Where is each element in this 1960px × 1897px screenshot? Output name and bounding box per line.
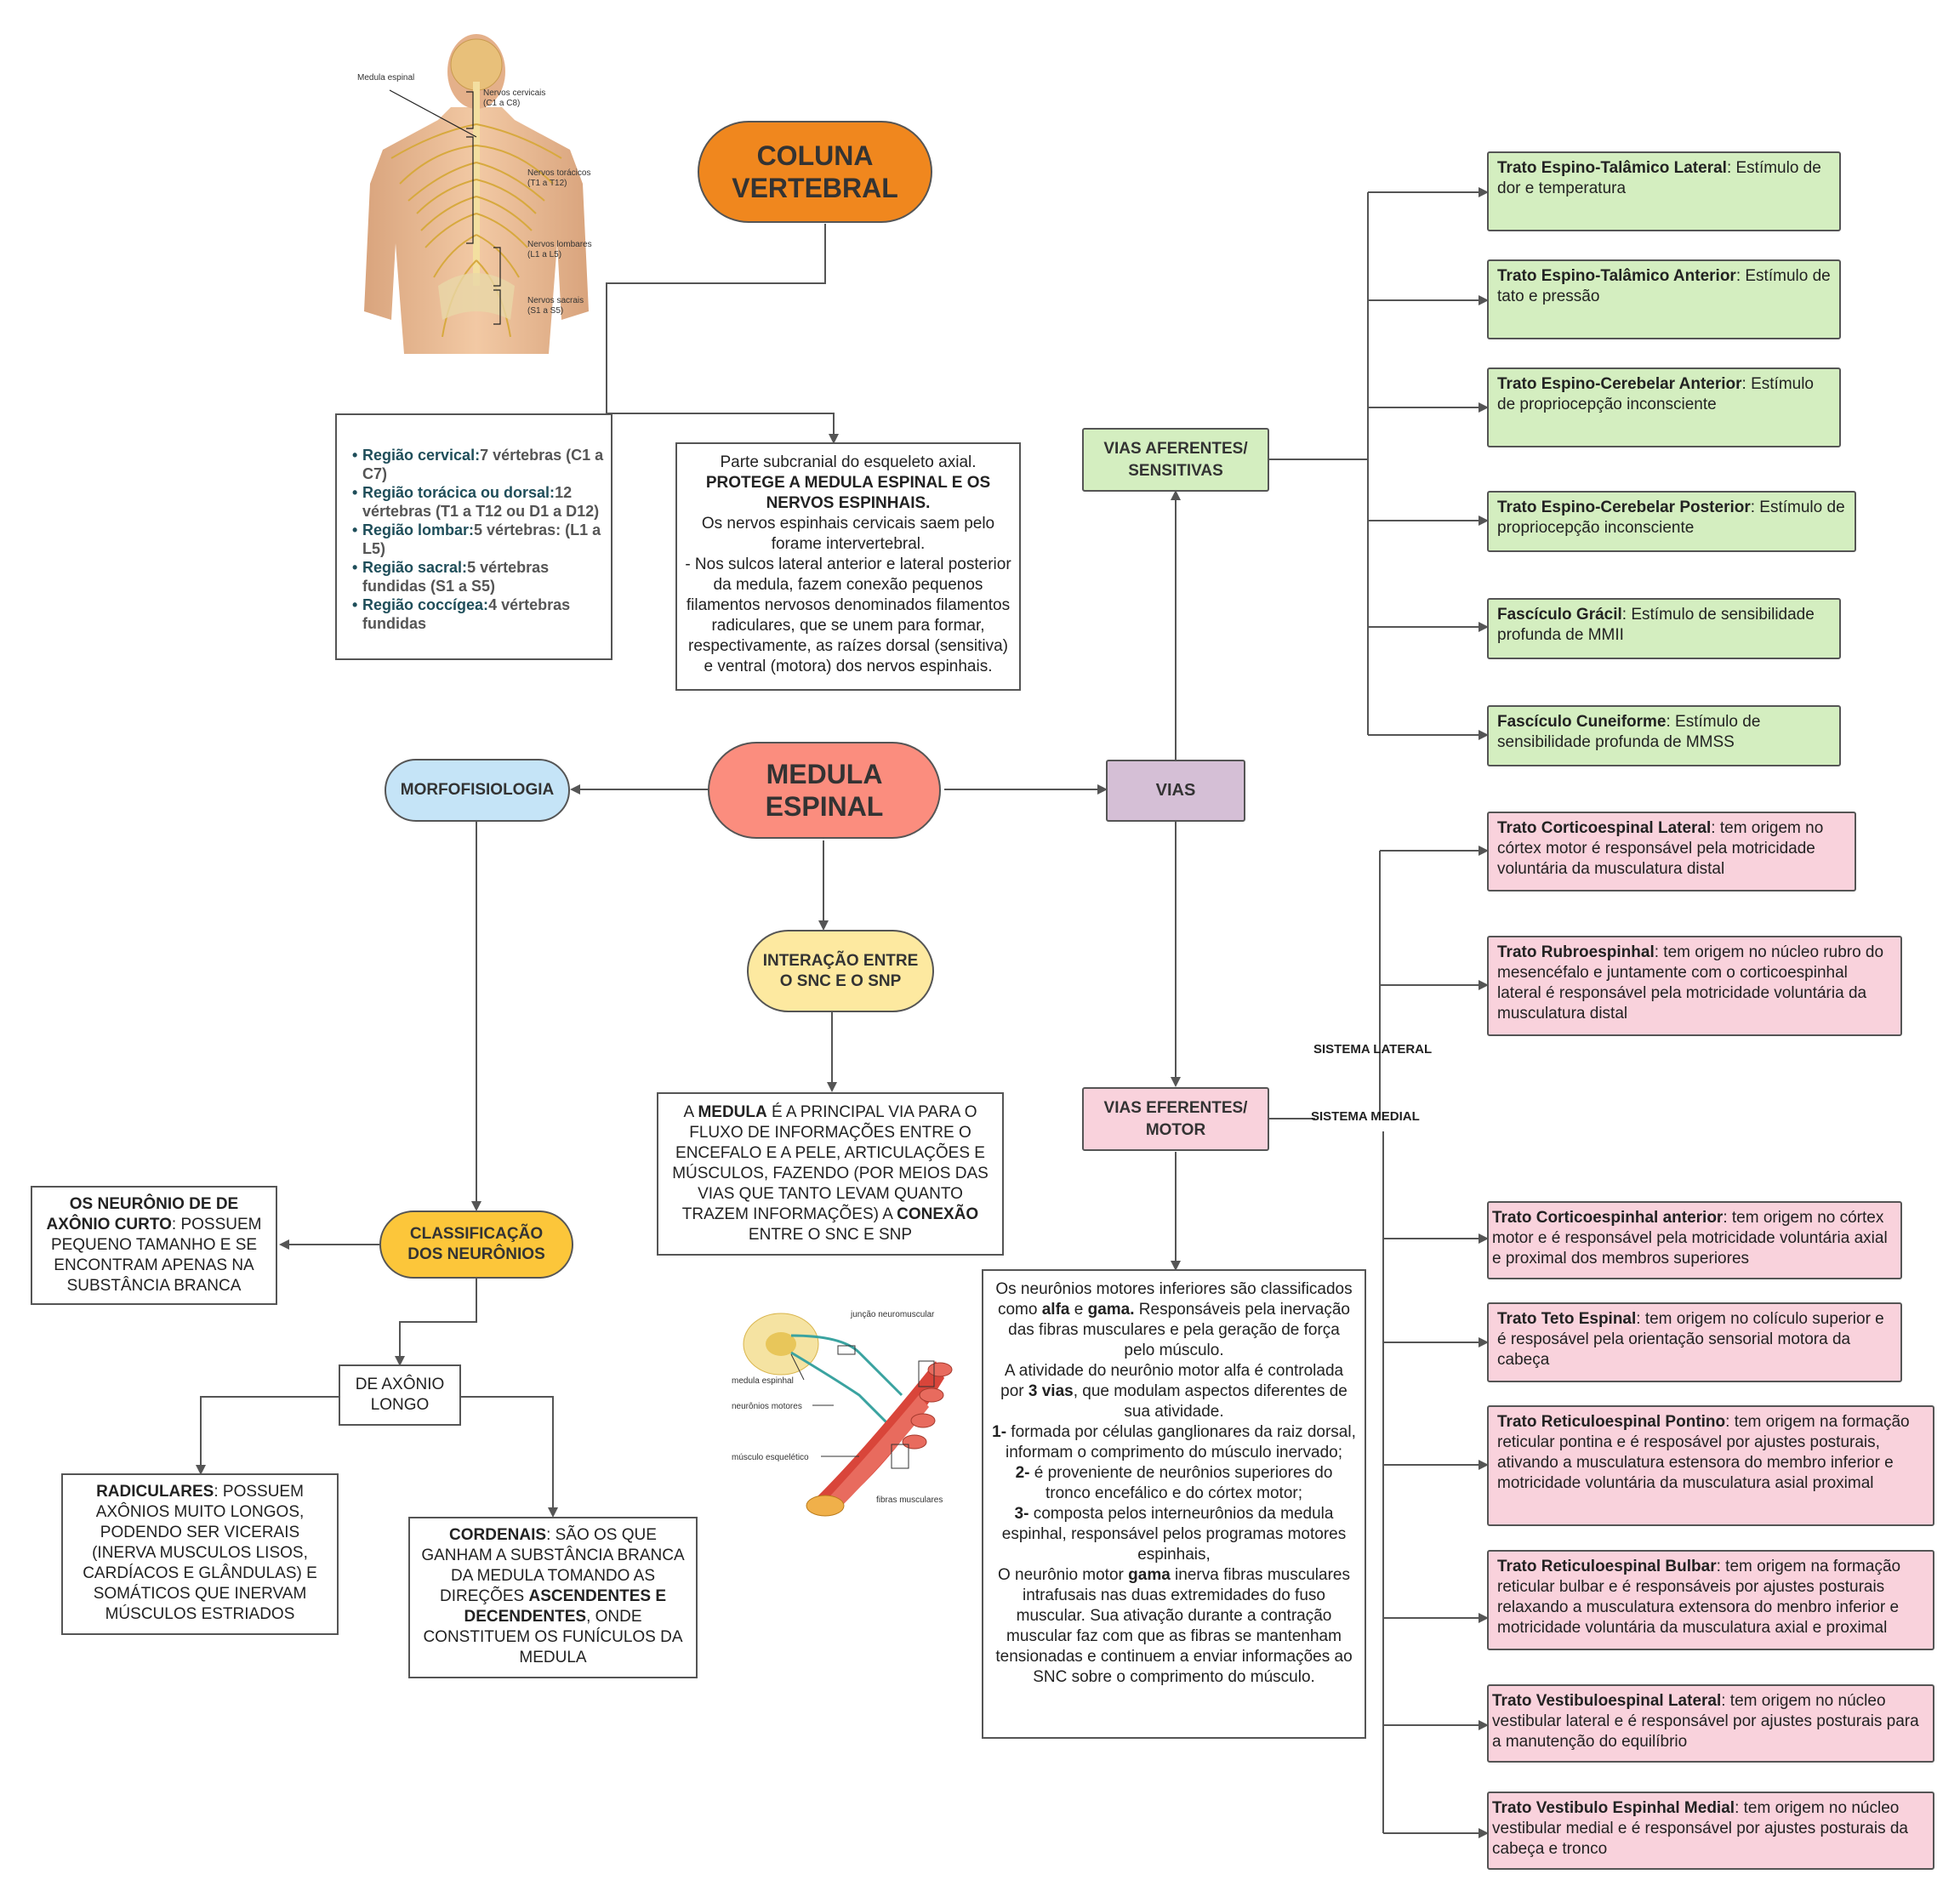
radiculares-title: RADICULARES — [96, 1483, 214, 1501]
subcranial-line-1: Parte subcranial do esqueleto axial. — [720, 453, 977, 471]
tract-efferent-1: Trato Corticoespinal Lateral: tem origem… — [1487, 812, 1856, 892]
cordenais-text-1: : SÃO OS QUE GANHAM A SUBSTÂNCIA BRANCA … — [421, 1526, 685, 1605]
tract-afferent-5: Fascículo Grácil: Estímulo de sensibilid… — [1487, 598, 1841, 659]
spine-label-cervicais-range: (C1 a C8) — [483, 99, 520, 108]
motores-para-6: O neurônio motor gama inerva fibras musc… — [995, 1566, 1353, 1686]
cordenais-bold-2: ASCENDENTES E DECENDENTES — [464, 1587, 667, 1626]
tract-afferent-6: Fascículo Cuneiforme: Estímulo de sensib… — [1487, 705, 1841, 766]
morfofisiologia-node: MORFOFISIOLOGIA — [385, 759, 570, 822]
tract-afferent-1: Trato Espino-Talâmico Lateral: Estímulo … — [1487, 151, 1841, 231]
muscle-label-neuronios: neurônios motores — [732, 1402, 802, 1411]
cordenais-title: CORDENAIS — [449, 1526, 547, 1544]
subcranial-box: Parte subcranial do esqueleto axial. PRO… — [675, 442, 1021, 691]
medula-via-text-d: CONEXÃO — [897, 1205, 979, 1223]
spine-label-sacrais-range: (S1 a S5) — [527, 306, 563, 316]
spine-label-lombares: Nervos lombares — [527, 240, 592, 249]
coluna-vertebral-node: COLUNA VERTEBRAL — [698, 121, 932, 223]
medula-via-text-e: ENTRE O SNC E SNP — [748, 1226, 913, 1244]
tract-efferent-2: Trato Rubroespinhal: tem origem no núcle… — [1487, 936, 1902, 1036]
motores-para-2: A atividade do neurônio motor alfa é con… — [1000, 1362, 1348, 1421]
muscle-label-medula: medula espinhal — [732, 1376, 794, 1386]
medula-via-text-c: É A PRINCIPAL VIA PARA O FLUXO DE INFORM… — [672, 1103, 989, 1223]
vias-eferentes-node: VIAS EFERENTES/ MOTOR — [1082, 1087, 1269, 1151]
vias-node: VIAS — [1106, 760, 1245, 822]
motores-para-3: 1- formada por células ganglionares da r… — [992, 1423, 1356, 1461]
motores-para-5: 3- composta pelos interneurônios da medu… — [1001, 1505, 1347, 1564]
radiculares-box: RADICULARES: POSSUEM AXÔNIOS MUITO LONGO… — [61, 1473, 339, 1635]
tract-afferent-3: Trato Espino-Cerebelar Anterior: Estímul… — [1487, 367, 1841, 447]
medula-via-text-b: MEDULA — [698, 1103, 767, 1121]
regions-box: Região cervical:7 vértebras (C1 a C7)Reg… — [335, 413, 612, 660]
spine-label-sacrais: Nervos sacrais — [527, 296, 584, 305]
motor-neuron-muscle-figure: junção neuromuscular medula espinhal neu… — [732, 1310, 953, 1517]
classificacao-node: CLASSIFICAÇÃO DOS NEURÔNIOS — [379, 1211, 573, 1279]
spine-label-cervicais: Nervos cervicais — [483, 88, 545, 98]
muscle-label-fibras: fibras musculares — [876, 1495, 943, 1505]
spine-label-lombares-range: (L1 a L5) — [527, 250, 561, 259]
sistema-lateral-label: SISTEMA LATERAL — [1313, 1042, 1433, 1057]
tract-efferent-4: Trato Teto Espinal: tem origem no colícu… — [1487, 1302, 1902, 1382]
spine-label-toracicos-range: (T1 a T12) — [527, 179, 567, 188]
subcranial-line-3: Os nervos espinhais cervicais saem pelo … — [701, 515, 995, 553]
cordenais-box: CORDENAIS: SÃO OS QUE GANHAM A SUBSTÂNCI… — [408, 1517, 698, 1678]
region-item: Região coccígea:4 vértebras fundidas — [352, 595, 606, 633]
muscle-label-musculo: músculo esquelético — [732, 1453, 809, 1462]
tract-efferent-8: Trato Vestibulo Espinhal Medial: tem ori… — [1487, 1792, 1934, 1870]
motores-para-1: Os neurônios motores inferiores são clas… — [995, 1280, 1353, 1359]
region-item: Região torácica ou dorsal:12 vértebras (… — [352, 483, 606, 521]
medula-via-box: A MEDULA É A PRINCIPAL VIA PARA O FLUXO … — [657, 1092, 1004, 1256]
medula-via-text-a: A — [683, 1103, 698, 1121]
vias-aferentes-node: VIAS AFERENTES/ SENSITIVAS — [1082, 428, 1269, 492]
subcranial-line-4: - Nos sulcos lateral anterior e lateral … — [685, 555, 1011, 675]
subcranial-line-2: PROTEGE A MEDULA ESPINAL E OS NERVOS ESP… — [705, 474, 991, 512]
tract-efferent-3: Trato Corticoespinhal anterior: tem orig… — [1487, 1201, 1902, 1279]
region-item: Região cervical:7 vértebras (C1 a C7) — [352, 446, 606, 483]
interacao-node: INTERAÇÃO ENTRE O SNC E O SNP — [747, 930, 934, 1012]
motores-box: Os neurônios motores inferiores são clas… — [982, 1269, 1366, 1739]
axonio-longo-box: DE AXÔNIO LONGO — [339, 1364, 461, 1426]
axonio-curto-box: OS NEURÔNIO DE DE AXÔNIO CURTO: POSSUEM … — [31, 1186, 277, 1305]
tract-efferent-5: Trato Reticuloespinal Pontino: tem orige… — [1487, 1405, 1934, 1526]
link-coluna-regions — [606, 224, 826, 413]
motores-para-4: 2- é proveniente de neurônios superiores… — [1015, 1464, 1333, 1502]
link-coluna-subcranial — [607, 413, 839, 444]
region-item: Região sacral:5 vértebras fundidas (S1 a… — [352, 558, 606, 595]
sistema-medial-label: SISTEMA MEDIAL — [1311, 1109, 1420, 1124]
spine-label-toracicos: Nervos torácicos — [527, 168, 590, 178]
link-longo-cordenais — [459, 1396, 558, 1518]
tract-efferent-6: Trato Reticuloespinal Bulbar: tem origem… — [1487, 1550, 1934, 1650]
region-item: Região lombar:5 vértebras: (L1 a L5) — [352, 521, 606, 558]
axonio-curto-text: : POSSUEM PEQUENO TAMANHO E SE ENCONTRAM… — [50, 1216, 262, 1295]
cordenais-text-2: , ONDE CONSTITUEM OS FUNÍCULOS DA MEDULA — [423, 1608, 683, 1666]
regions-list: Região cervical:7 vértebras (C1 a C7)Reg… — [342, 446, 606, 633]
spine-label-medula: Medula espinal — [357, 73, 414, 83]
radiculares-text: : POSSUEM AXÔNIOS MUITO LONGOS, PODENDO … — [83, 1483, 317, 1623]
axonio-curto-title: OS NEURÔNIO DE DE AXÔNIO CURTO — [46, 1195, 239, 1233]
link-longo-radiculares — [196, 1396, 339, 1475]
link-classificacao-longo — [395, 1279, 477, 1366]
tract-afferent-2: Trato Espino-Talâmico Anterior: Estímulo… — [1487, 259, 1841, 339]
tract-efferent-7: Trato Vestibuloespinal Lateral: tem orig… — [1487, 1684, 1934, 1763]
tract-afferent-4: Trato Espino-Cerebelar Posterior: Estímu… — [1487, 491, 1856, 552]
medula-espinal-node: MEDULA ESPINAL — [708, 742, 941, 839]
spine-anatomy-figure: Medula espinal Nervos cervicais (C1 a C8… — [357, 34, 592, 354]
muscle-label-juncao: junção neuromuscular — [850, 1310, 935, 1319]
